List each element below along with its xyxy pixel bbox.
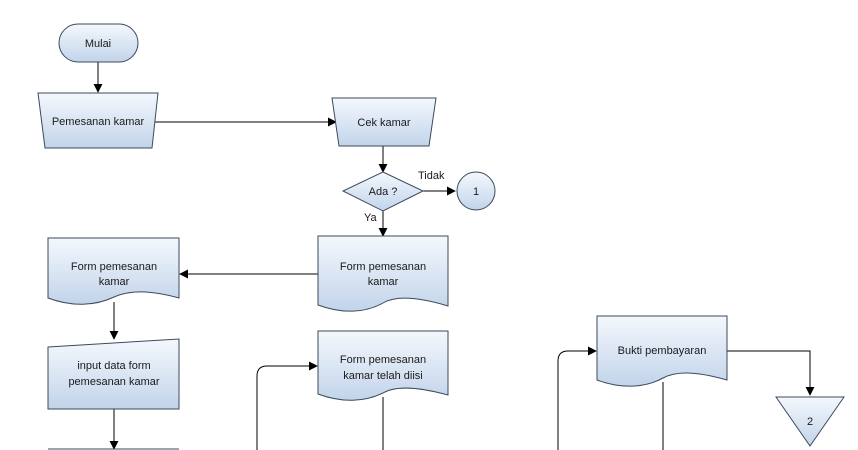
pemesanan-kamar-label: Pemesanan kamar — [52, 116, 145, 128]
ya-edge-label: Ya — [364, 212, 378, 224]
edge-loop-to-form-telah-diisi — [256, 361, 318, 450]
form-telah-diisi-line1: Form pemesanan — [340, 354, 426, 366]
input-data-manual-input: input data form pemesanan kamar — [47, 338, 180, 410]
form-left-line1: Form pemesanan — [71, 261, 157, 273]
offpage-connector-2: 2 — [775, 396, 845, 447]
connector-1: 1 — [456, 171, 496, 211]
bukti-pembayaran-label: Bukti pembayaran — [618, 345, 707, 357]
input-data-line1: input data form — [77, 360, 150, 372]
form-left-line2: kamar — [99, 276, 130, 288]
start-terminator: Mulai — [58, 23, 139, 63]
form-right-line2: kamar — [368, 276, 399, 288]
offpage-connector-2-label: 2 — [807, 416, 813, 428]
pemesanan-kamar-operation: Pemesanan kamar — [37, 92, 159, 149]
ada-decision: Ada ? — [341, 171, 425, 212]
form-pemesanan-right-document: Form pemesanan kamar — [317, 235, 449, 312]
cek-kamar-label: Cek kamar — [357, 117, 411, 129]
form-pemesanan-left-document: Form pemesanan kamar — [47, 237, 180, 305]
form-right-line1: Form pemesanan — [340, 261, 426, 273]
bukti-pembayaran-document: Bukti pembayaran — [596, 315, 728, 387]
form-telah-diisi-document: Form pemesanan kamar telah diisi — [317, 330, 449, 401]
ada-decision-label: Ada ? — [369, 186, 398, 198]
form-telah-diisi-line2: kamar telah diisi — [343, 370, 422, 382]
edge-bukti-to-offpage — [727, 350, 815, 396]
edges — [93, 62, 815, 450]
tidak-edge-label: Tidak — [418, 170, 445, 182]
cek-kamar-operation: Cek kamar — [331, 97, 437, 147]
connector-1-label: 1 — [473, 186, 479, 198]
input-data-line2: pemesanan kamar — [68, 376, 159, 388]
start-label: Mulai — [85, 38, 111, 50]
edge-loop-to-bukti — [557, 346, 597, 450]
